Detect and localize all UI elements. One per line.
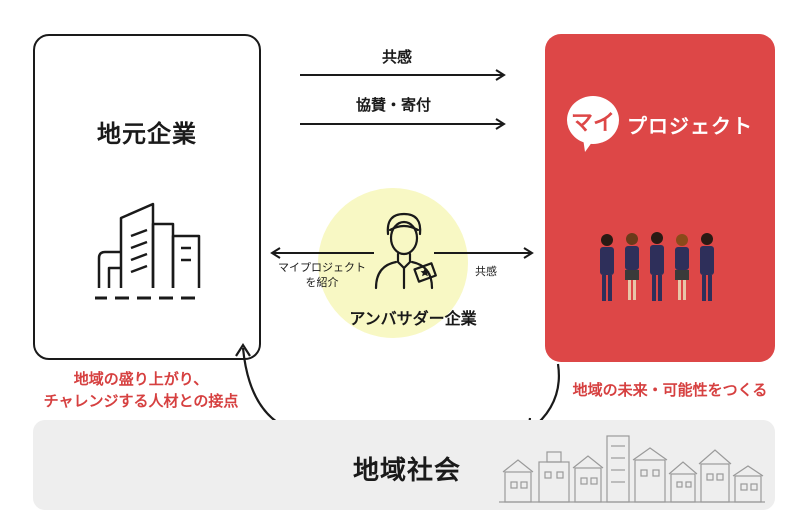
right-arrow-icon [300,118,506,130]
my-project-panel: マイ プロジェクト [545,34,775,362]
building-icon [95,202,201,300]
person-icon [374,212,437,290]
left-arrow-icon [270,247,374,259]
empathy-label-top: 共感 [382,48,413,66]
empathy-label-small: 共感 [475,265,497,278]
left-caption-line2: チャレンジする人材との接点 [43,392,239,410]
cooperation-label: 協賛・寄付 [356,96,432,114]
speech-bubble-tail-icon [583,138,595,152]
right-arrow-icon [300,69,506,81]
logo-speech-bubble: マイ [567,96,619,144]
introduce-label-line1: マイプロジェクト [278,261,366,274]
townscape-icon [499,435,765,503]
logo-bubble-text: マイ [570,111,615,136]
logo-text: プロジェクト [627,114,753,138]
students-illustration [600,232,714,301]
right-arrow-icon [434,247,534,259]
ambassador-company-label: アンバサダー企業 [349,309,477,328]
local-society-title: 地域社会 [353,456,462,486]
right-caption: 地域の未来・可能性をつくる [572,381,768,399]
left-caption-line1: 地域の盛り上がり、 [73,370,209,388]
introduce-label: マイプロジェクト を紹介 [272,260,372,290]
left-caption: 地域の盛り上がり、 チャレンジする人材との接点 [32,368,250,412]
local-society-band: 地域社会 [33,420,775,510]
introduce-label-line2: を紹介 [305,276,339,289]
local-company-panel: 地元企業 [33,34,261,360]
local-company-title: 地元企業 [97,120,197,148]
